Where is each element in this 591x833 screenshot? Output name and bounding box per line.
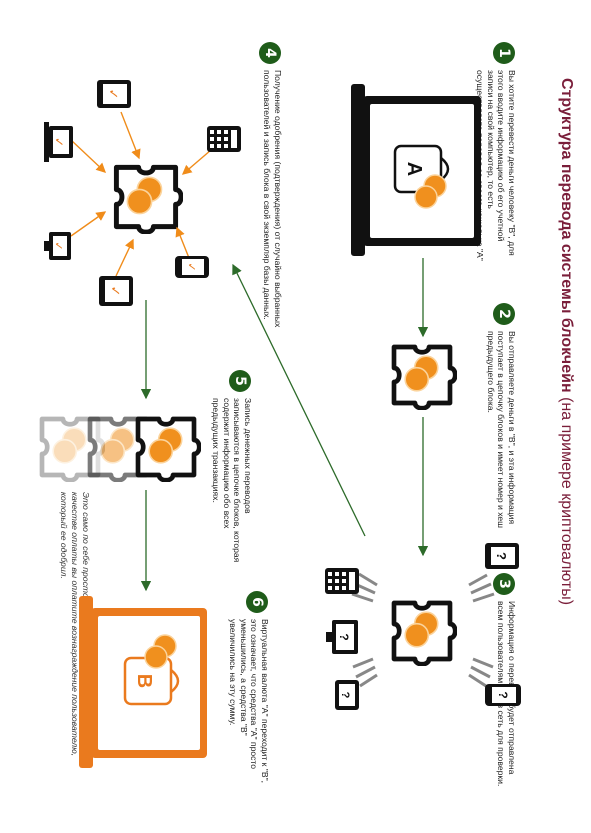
network-tablet2-question-icon: ? <box>335 680 359 710</box>
approval-arrows <box>70 111 212 277</box>
approval-block-icon <box>116 167 181 232</box>
approval-tablet2-check-icon: ✓ <box>99 276 133 306</box>
blockchain-chain-icon <box>42 419 199 480</box>
network-tablet-question-icon: ? <box>485 543 519 569</box>
svg-text:?: ? <box>339 692 351 699</box>
svg-text:?: ? <box>494 552 509 560</box>
broadcast-signal-lines <box>351 572 495 688</box>
approval-monitor-check-icon: ✓ <box>44 232 71 260</box>
svg-text:✓: ✓ <box>105 89 120 100</box>
receiver-wallet-label: B <box>133 674 155 688</box>
svg-text:✓: ✓ <box>107 286 122 297</box>
svg-text:✓: ✓ <box>52 137 66 147</box>
arrow-step3-to-step4 <box>232 263 366 537</box>
svg-text:✓: ✓ <box>52 241 65 250</box>
broadcast-block-icon <box>394 603 455 664</box>
network-calculator-icon <box>325 568 359 594</box>
svg-text:?: ? <box>496 691 510 698</box>
block-puzzle-icon <box>394 347 455 408</box>
sender-wallet-label: A <box>403 162 425 176</box>
approval-tablet-check-icon: ✓ <box>97 80 131 108</box>
approval-laptop-check-icon: ✓ <box>44 122 73 162</box>
approval-calculator-icon <box>207 126 241 152</box>
approval-phone-check-icon: ✓ <box>175 256 209 278</box>
svg-text:✓: ✓ <box>185 262 198 271</box>
network-phone-question-icon: ? <box>485 684 521 706</box>
svg-text:?: ? <box>337 633 351 640</box>
network-monitor-question-icon: ? <box>326 620 358 654</box>
